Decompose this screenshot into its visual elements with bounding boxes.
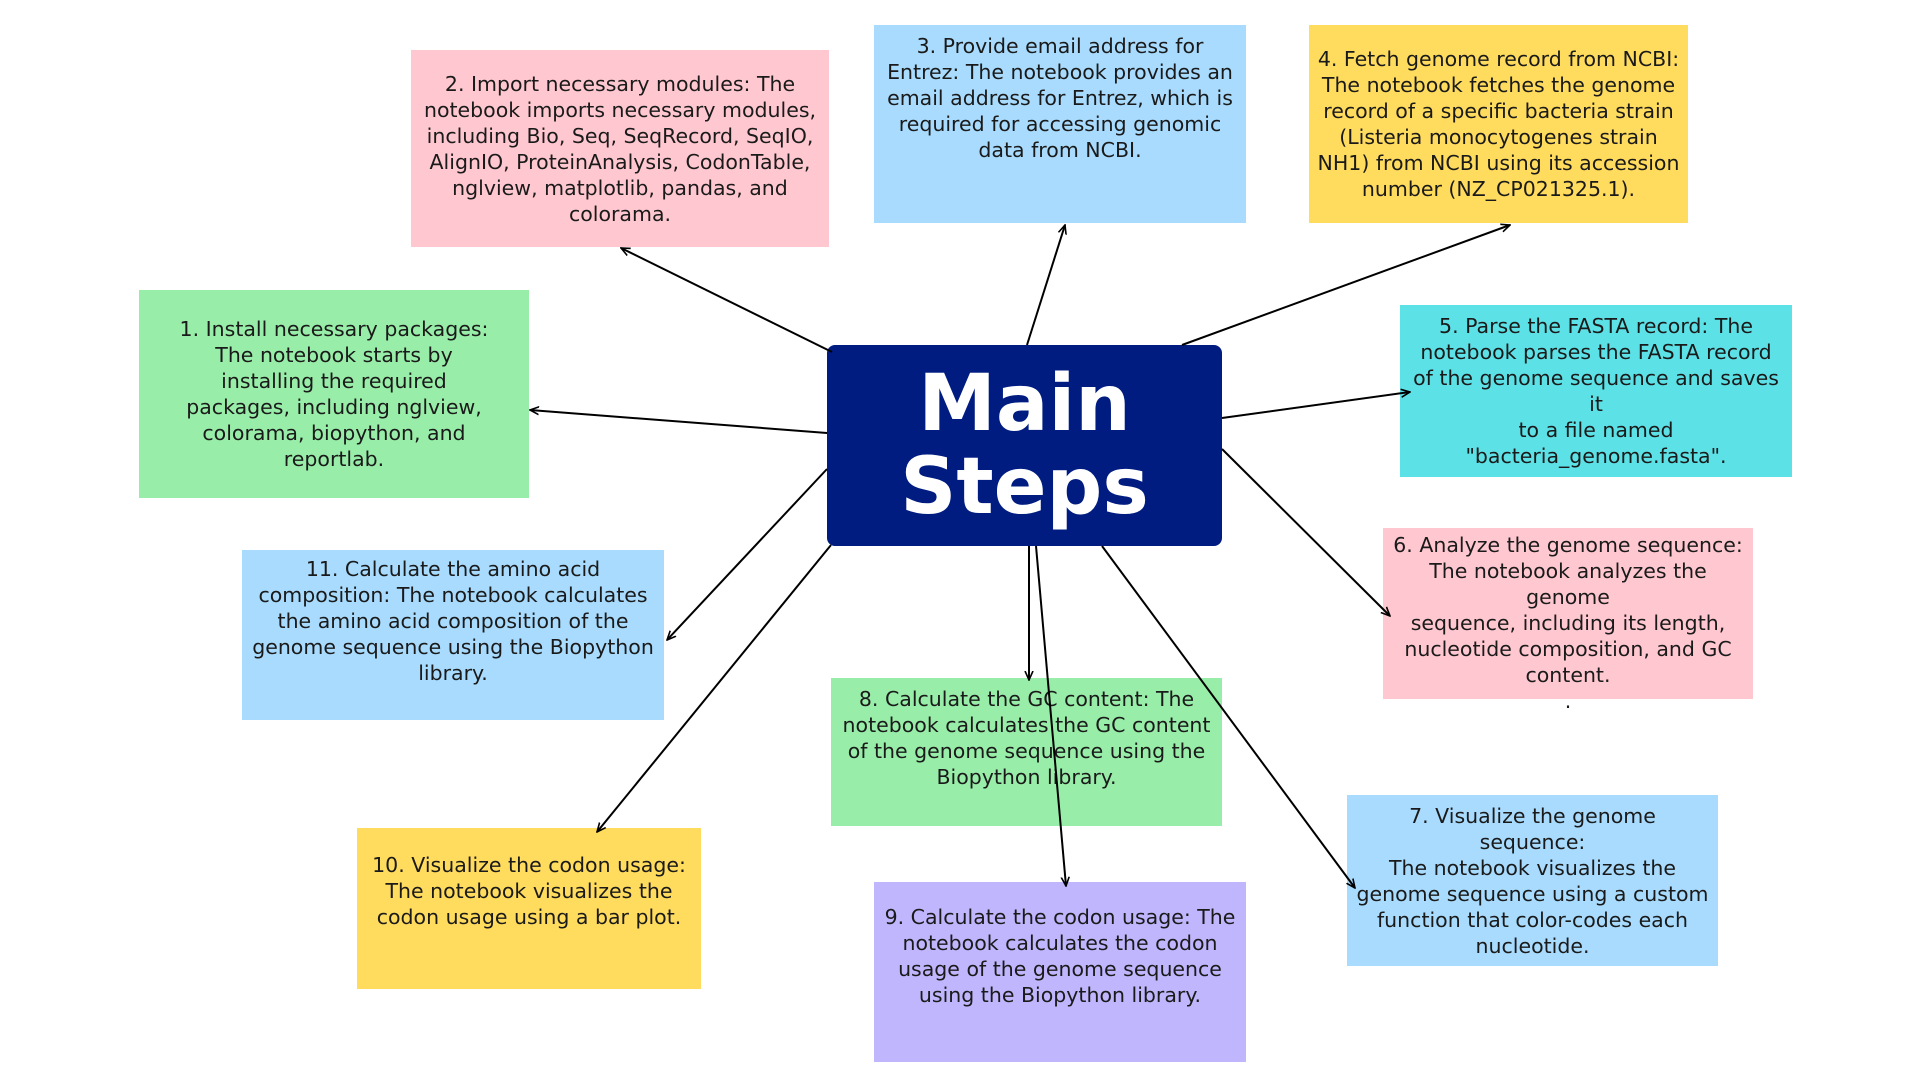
s10-text-line: 10. Visualize the codon usage: bbox=[372, 853, 686, 877]
s6-text-line: sequence, including its length, bbox=[1410, 611, 1726, 635]
s4-text-line: NH1) from NCBI using its accession bbox=[1317, 151, 1680, 175]
s7-text-line: genome sequence using a custom bbox=[1356, 882, 1709, 906]
step-1-install-packages-box: 1. Install necessary packages:The notebo… bbox=[139, 290, 529, 498]
s9-text-line: 9. Calculate the codon usage: The bbox=[884, 905, 1236, 929]
s11-text-line: genome sequence using the Biopython bbox=[252, 635, 654, 659]
s8-text-line: 8. Calculate the GC content: The bbox=[858, 687, 1195, 711]
s1-text-line: colorama, biopython, and bbox=[202, 421, 466, 445]
arrow-to-step-5 bbox=[1221, 392, 1410, 419]
s5-text-line: notebook parses the FASTA record bbox=[1420, 340, 1772, 364]
s4-text-line: number (NZ_CP021325.1). bbox=[1361, 177, 1636, 201]
s2-text-line: nglview, matplotlib, pandas, and bbox=[452, 175, 788, 200]
s3-text-line: 3. Provide email address for bbox=[916, 34, 1204, 58]
main-steps-center-box: Main Steps bbox=[827, 345, 1222, 546]
center-title-line-1: Main bbox=[918, 358, 1131, 449]
s1-text-line: The notebook starts by bbox=[215, 343, 453, 367]
s1-text-line: installing the required bbox=[221, 369, 447, 393]
s6-text-line: 6. Analyze the genome sequence: bbox=[1393, 533, 1743, 557]
center-title-line-2: Steps bbox=[900, 441, 1149, 532]
s5-text-line: "bacteria_genome.fasta". bbox=[1465, 444, 1727, 468]
arrow-to-step-3 bbox=[1026, 225, 1065, 346]
step-6-analyze-genome-box: 6. Analyze the genome sequence:The noteb… bbox=[1383, 528, 1753, 713]
s9-text-line: using the Biopython library. bbox=[918, 983, 1202, 1007]
s2-text-line: including Bio, Seq, SeqRecord, SeqIO, bbox=[426, 123, 814, 148]
s11-text-line: 11. Calculate the amino acid bbox=[305, 557, 601, 581]
s3-text-line: Entrez: The notebook provides an bbox=[887, 60, 1233, 84]
arrow-to-step-2 bbox=[621, 247, 833, 353]
step-10-visualize-codon-box: 10. Visualize the codon usage:The notebo… bbox=[357, 828, 701, 989]
s1-text-line: 1. Install necessary packages: bbox=[179, 317, 489, 341]
arrow-to-step-11 bbox=[667, 468, 828, 640]
s4-text-line: record of a specific bacteria strain bbox=[1323, 99, 1674, 123]
s4-text-line: 4. Fetch genome record from NCBI: bbox=[1317, 47, 1680, 71]
s6-text-line: nucleotide composition, and GC bbox=[1404, 637, 1732, 661]
arrow-to-step-1 bbox=[530, 410, 828, 434]
s1-text-line: packages, including nglview, bbox=[186, 395, 482, 419]
step-4-fetch-genome-box: 4. Fetch genome record from NCBI:The not… bbox=[1309, 25, 1688, 223]
s8-text-line: Biopython library. bbox=[936, 765, 1117, 789]
step-7-visualize-genome-box: 7. Visualize the genome sequence:The not… bbox=[1347, 795, 1718, 966]
s3-text-line: required for accessing genomic bbox=[898, 112, 1222, 136]
s2-text-line: colorama. bbox=[568, 201, 672, 226]
s10-text-line: codon usage using a bar plot. bbox=[376, 905, 682, 929]
s4-text-line: (Listeria monocytogenes strain bbox=[1339, 125, 1658, 149]
s11-text-line: composition: The notebook calculates bbox=[258, 583, 648, 607]
s1-text-line: reportlab. bbox=[283, 447, 385, 471]
s7-text-line: 7. Visualize the genome sequence: bbox=[1409, 804, 1656, 854]
s8-text-line: of the genome sequence using the bbox=[847, 739, 1206, 763]
s2-text-line: notebook imports necessary modules, bbox=[423, 97, 817, 122]
s5-text-line: to a file named bbox=[1518, 418, 1674, 442]
s6-text-line: The notebook analyzes the genome bbox=[1429, 559, 1707, 609]
s4-text-line: The notebook fetches the genome bbox=[1321, 73, 1676, 97]
s11-text-line: library. bbox=[418, 661, 488, 685]
s6-text-line: . bbox=[1564, 689, 1572, 713]
s3-text-line: email address for Entrez, which is bbox=[887, 86, 1233, 110]
arrow-to-step-6 bbox=[1221, 448, 1390, 616]
s5-text-line: of the genome sequence and saves it bbox=[1413, 366, 1779, 416]
s7-text-line: function that color-codes each bbox=[1376, 908, 1689, 932]
s7-text-line: The notebook visualizes the bbox=[1389, 856, 1676, 880]
s10-text-line: The notebook visualizes the bbox=[385, 879, 673, 903]
s7-text-line: nucleotide. bbox=[1475, 934, 1590, 958]
s5-text-line: 5. Parse the FASTA record: The bbox=[1439, 314, 1753, 338]
s8-text-line: notebook calculates the GC content bbox=[842, 713, 1211, 737]
s9-text-line: usage of the genome sequence bbox=[898, 957, 1222, 981]
s3-text-line: data from NCBI. bbox=[978, 138, 1142, 162]
s2-text-line: AlignIO, ProteinAnalysis, CodonTable, bbox=[429, 149, 811, 174]
s2-text-line: 2. Import necessary modules: The bbox=[444, 71, 796, 96]
s11-text-line: the amino acid composition of the bbox=[277, 609, 629, 633]
s6-text-line: content. bbox=[1525, 663, 1611, 687]
s9-text-line: notebook calculates the codon bbox=[902, 931, 1218, 955]
